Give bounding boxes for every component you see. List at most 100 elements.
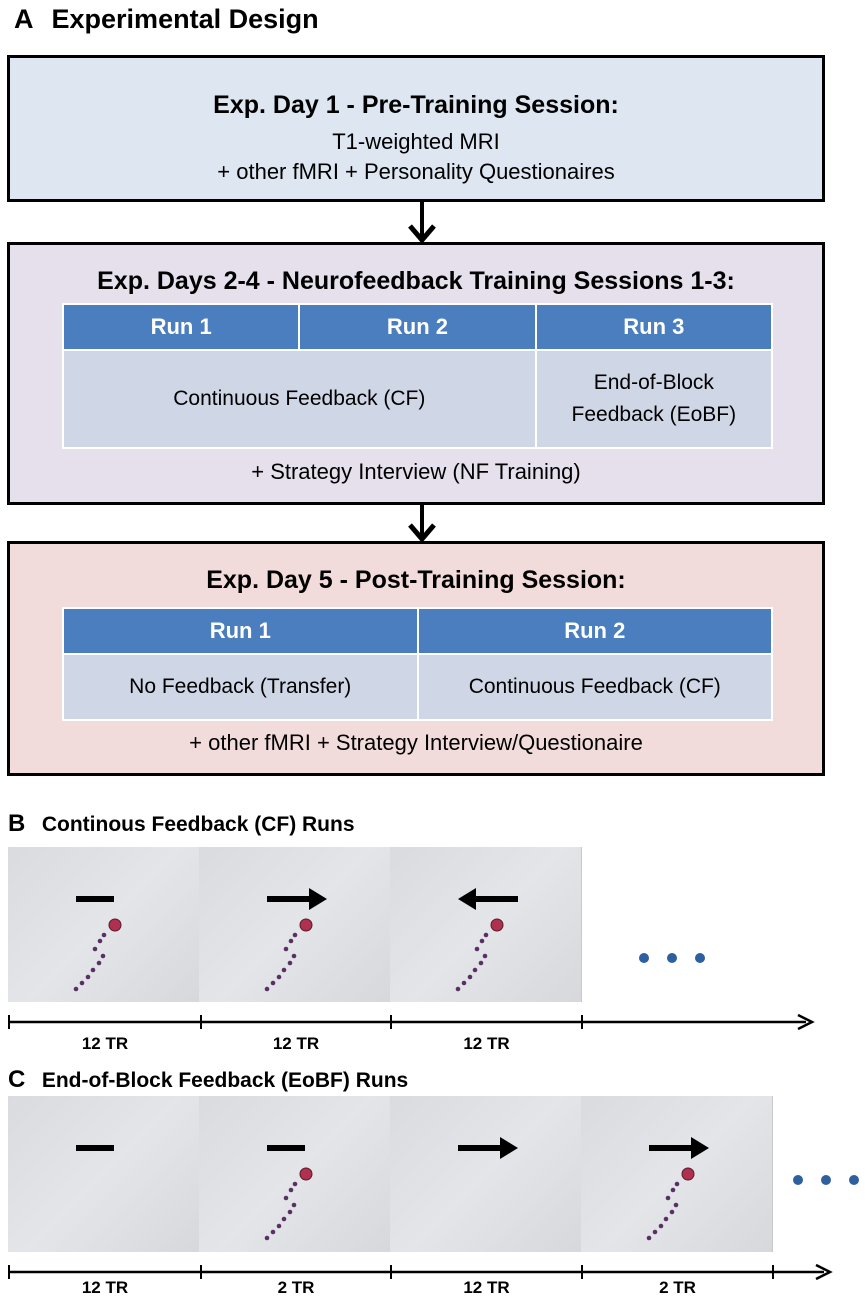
stimulus-frame [199, 1096, 391, 1252]
trail-dot [264, 986, 270, 992]
stimulus-graphic [455, 888, 518, 992]
trail-dot [478, 960, 484, 966]
trail-dot [281, 967, 287, 973]
trail-dot [292, 932, 298, 938]
target-dot [490, 918, 504, 932]
arrow-right-icon [458, 1137, 518, 1159]
target-dot [299, 1167, 313, 1181]
stimulus-frame [390, 1096, 582, 1252]
arrow-shaft [267, 896, 313, 902]
eobf-cell: End-of-Block Feedback (EoBF) [534, 349, 774, 449]
trail-dot [79, 980, 85, 986]
timeline-label: 2 TR [659, 1278, 696, 1297]
trail-dot [287, 960, 293, 966]
trail-dot [291, 953, 297, 959]
trail-dot [96, 960, 102, 966]
trail-dot [658, 1223, 664, 1229]
trail-dot [461, 980, 467, 986]
eobf-cell-line1: End-of-Block [593, 371, 714, 394]
timeline-label: 12 TR [463, 1278, 510, 1297]
arrow-head [691, 1137, 709, 1159]
trail-dot [92, 946, 98, 952]
trail-dot [665, 1195, 671, 1201]
neutral-dash-icon [76, 896, 114, 902]
stimulus-graphic [458, 1137, 518, 1159]
trail-dot [270, 980, 276, 986]
arrow-head [309, 888, 327, 910]
trail-dot [472, 967, 478, 973]
cf-cell: Continuous Feedback (CF) [416, 653, 773, 721]
trail-dot [455, 986, 461, 992]
neutral-dash-icon [267, 1145, 305, 1151]
trail-dot [85, 974, 91, 980]
ellipsis-dot [639, 953, 649, 963]
day1-title: Exp. Day 1 - Pre-Training Session: [213, 91, 619, 119]
run-header: Run 1 [62, 607, 419, 655]
stimulus-graphic [264, 1145, 313, 1241]
day1-line1: T1-weighted MRI [332, 129, 500, 154]
trail-dot [73, 986, 79, 992]
ellipsis-icon [793, 1175, 859, 1185]
trail-dot [291, 1202, 297, 1208]
timeline-arrowhead [815, 1263, 833, 1281]
section-letter: B [8, 810, 26, 837]
trail-dot [483, 932, 489, 938]
trail-dot [287, 1209, 293, 1215]
flow-arrow [408, 202, 436, 244]
trail-dot [90, 967, 96, 973]
days24-footer: + Strategy Interview (NF Training) [251, 459, 581, 484]
stimulus-frame [199, 847, 391, 1002]
target-dot [299, 918, 313, 932]
stimulus-graphic [646, 1137, 709, 1241]
section-c-heading: C End-of-Block Feedback (EoBF) Runs [8, 1066, 408, 1094]
trail-dot [670, 1187, 676, 1193]
section-letter: C [8, 1066, 26, 1093]
timeline-label: 12 TR [272, 1034, 320, 1053]
day5-run-table: Run 1 Run 2 No Feedback (Transfer) Conti… [62, 607, 773, 721]
timeline-label: 12 TR [463, 1034, 510, 1053]
trail-dot [479, 938, 485, 944]
ellipsis-dot [695, 953, 705, 963]
trail-dot [276, 1223, 282, 1229]
ellipsis-dot [849, 1175, 859, 1185]
run-header: Run 2 [298, 303, 537, 351]
trail-dot [669, 1209, 675, 1215]
day5-title: Exp. Day 5 - Post-Training Session: [206, 566, 626, 594]
arrow-shaft [458, 1145, 504, 1151]
section-title: Continous Feedback (CF) Runs [41, 813, 355, 836]
section-a-heading: A Experimental Design [14, 4, 319, 35]
trail-dot [264, 1235, 270, 1241]
ellipsis-dot [821, 1175, 831, 1185]
timeline-label: 2 TR [277, 1278, 315, 1297]
stimulus-graphic [76, 1145, 114, 1151]
trail-dot [100, 953, 106, 959]
run-header: Run 2 [416, 607, 773, 655]
trail-dot [281, 1216, 287, 1222]
arrow-shaft [649, 1145, 695, 1151]
arrow-right-icon [267, 888, 327, 910]
trail-dot [482, 953, 488, 959]
trail-dot [292, 1181, 298, 1187]
trail-dot [101, 932, 107, 938]
days24-box: Exp. Days 2-4 - Neurofeedback Training S… [7, 242, 825, 505]
section-letter: A [14, 4, 34, 34]
trail-dot [276, 974, 282, 980]
ellipsis-dot [667, 953, 677, 963]
trail-dot [674, 1181, 680, 1187]
ellipsis-dot [793, 1175, 803, 1185]
neutral-dash-icon [76, 1145, 114, 1151]
trail-dot [673, 1202, 679, 1208]
timeline-label: 12 TR [81, 1278, 129, 1297]
timeline-axis [8, 1263, 833, 1281]
stimulus-frame [581, 1096, 773, 1252]
days24-title: Exp. Days 2-4 - Neurofeedback Training S… [97, 267, 735, 295]
eobf-cell-line2: Feedback (EoBF) [571, 403, 737, 426]
timeline-arrowhead [797, 1013, 815, 1031]
section-title: Experimental Design [51, 4, 319, 34]
arrow-left-icon [458, 888, 518, 910]
run-header: Run 3 [534, 303, 774, 351]
cf-cell: Continuous Feedback (CF) [62, 349, 537, 449]
flow-arrow [408, 505, 436, 543]
trail-dot [270, 1229, 276, 1235]
arrow-right-icon [649, 1137, 709, 1159]
